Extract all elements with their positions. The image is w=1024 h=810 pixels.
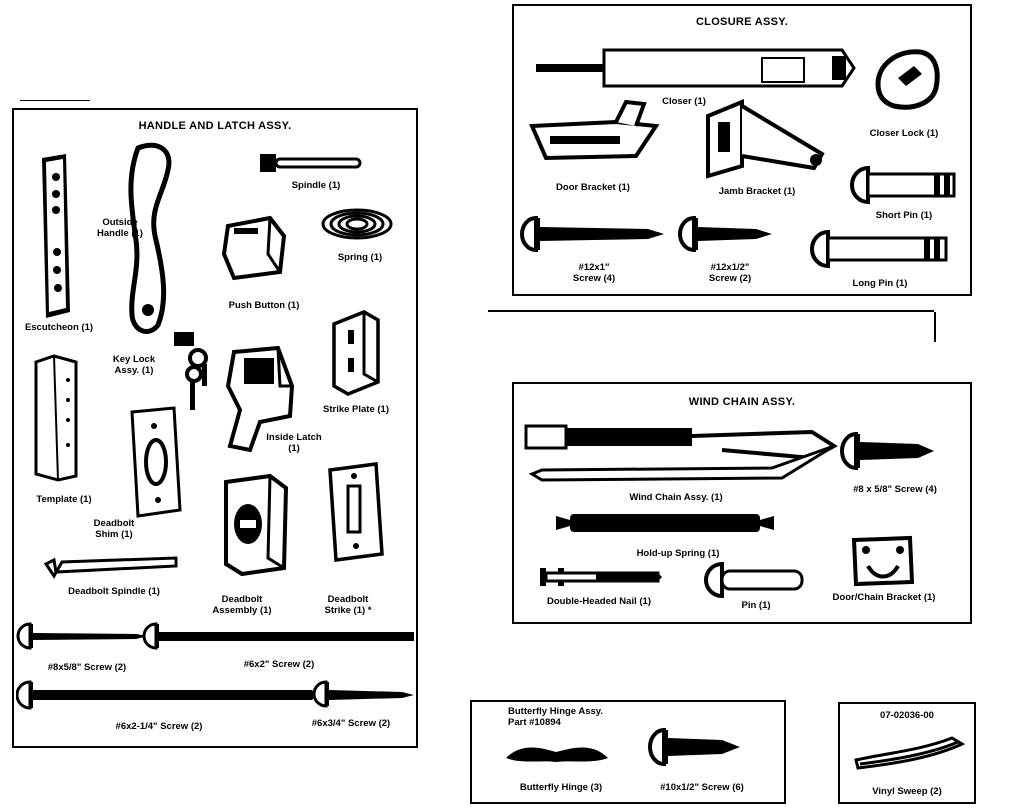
screw-6x214-label: #6x2-1/4" Screw (2) xyxy=(115,721,203,732)
deadbolt-assembly-label: Deadbolt Assembly (1) xyxy=(212,594,272,616)
closer-label: Closer (1) xyxy=(662,96,706,107)
wind-chain-title: WIND CHAIN ASSY. xyxy=(688,396,796,408)
screw-12x1-label: #12x1" Screw (4) xyxy=(572,262,616,284)
wind-chain-panel: WIND CHAIN ASSY. Wind Chain Assy. (1) #8… xyxy=(512,382,972,624)
escutcheon-label: Escutcheon (1) xyxy=(24,322,94,333)
spring-label: Spring (1) xyxy=(337,252,383,263)
key-lock-drawing xyxy=(174,332,208,410)
outside-handle-label: Outside Handle (1) xyxy=(97,217,143,239)
screw-row-1-drawing xyxy=(16,622,414,650)
screw-6x58-label: #8x5/8" Screw (2) xyxy=(47,662,127,673)
pin-drawing xyxy=(704,561,804,599)
screw-6x2-label: #6x2" Screw (2) xyxy=(243,659,315,670)
screw-8x58-drawing xyxy=(840,431,934,471)
vinyl-sweep-drawing xyxy=(854,736,966,770)
closer-lock-drawing xyxy=(875,49,940,110)
screw-row-2-drawing xyxy=(16,680,414,710)
inside-latch-label: Inside Latch (1) xyxy=(266,432,322,454)
screw-6x34-label: #6x3/4" Screw (2) xyxy=(311,718,391,729)
holdup-spring-label: Hold-up Spring (1) xyxy=(636,548,720,559)
screw-12x1-drawing xyxy=(520,215,664,253)
deadbolt-assembly-drawing xyxy=(224,473,289,577)
strike-plate-drawing xyxy=(332,310,380,396)
closure-panel: CLOSURE ASSY. Closer (1) Closer Lock (1)… xyxy=(512,4,972,296)
handle-latch-panel: HANDLE AND LATCH ASSY. Escutcheon (1) Ou… xyxy=(12,108,418,748)
outside-handle-drawing xyxy=(128,142,172,334)
closure-title: CLOSURE ASSY. xyxy=(695,16,789,28)
stray-line-mid xyxy=(488,310,934,312)
short-pin-drawing xyxy=(850,165,956,205)
deadbolt-strike-drawing xyxy=(328,462,384,562)
double-nail-drawing xyxy=(540,568,662,586)
butterfly-hinge-drawing xyxy=(506,747,608,762)
double-nail-label: Double-Headed Nail (1) xyxy=(547,596,651,607)
long-pin-label: Long Pin (1) xyxy=(852,278,908,289)
screw-12x12-drawing xyxy=(678,215,772,253)
inside-latch-drawing xyxy=(225,346,295,453)
deadbolt-shim-label: Deadbolt Shim (1) xyxy=(93,518,135,540)
wind-chain-drawing xyxy=(524,424,838,482)
deadbolt-spindle-label: Deadbolt Spindle (1) xyxy=(68,586,160,597)
spring-drawing xyxy=(321,208,393,240)
closer-drawing xyxy=(536,48,856,88)
stray-line-top xyxy=(20,100,90,101)
vinyl-sweep-label: Vinyl Sweep (2) xyxy=(872,786,942,797)
butterfly-header-line2: Part #10894 xyxy=(508,717,561,728)
closer-lock-label: Closer Lock (1) xyxy=(869,128,939,139)
holdup-spring-drawing xyxy=(556,514,774,532)
long-pin-drawing xyxy=(810,229,948,269)
escutcheon-drawing xyxy=(42,154,70,318)
stray-line-vert xyxy=(934,312,936,342)
butterfly-screw-label: #10x1/2" Screw (6) xyxy=(660,782,744,793)
spindle-drawing xyxy=(260,154,362,172)
vinyl-part-number: 07-02036-00 xyxy=(880,710,934,721)
door-chain-bracket-label: Door/Chain Bracket (1) xyxy=(832,592,936,603)
spindle-label: Spindle (1) xyxy=(291,180,341,191)
strike-plate-label: Strike Plate (1) xyxy=(323,404,389,415)
short-pin-label: Short Pin (1) xyxy=(875,210,933,221)
push-button-label: Push Button (1) xyxy=(228,300,300,311)
template-label: Template (1) xyxy=(36,494,92,505)
deadbolt-strike-label: Deadbolt Strike (1) * xyxy=(324,594,372,616)
deadbolt-spindle-drawing xyxy=(43,556,178,579)
handle-latch-title: HANDLE AND LATCH ASSY. xyxy=(138,120,292,132)
template-drawing xyxy=(34,354,78,482)
door-bracket-drawing xyxy=(529,99,660,161)
butterfly-header-line1: Butterfly Hinge Assy. xyxy=(508,706,604,717)
butterfly-hinge-label: Butterfly Hinge (3) xyxy=(519,782,603,793)
wind-chain-label: Wind Chain Assy. (1) xyxy=(629,492,723,503)
screw-8x58-label: #8 x 5/8" Screw (4) xyxy=(853,484,937,495)
butterfly-screw-drawing xyxy=(648,727,740,767)
deadbolt-shim-drawing xyxy=(130,406,182,518)
door-chain-bracket-drawing xyxy=(851,535,915,587)
butterfly-hinge-panel: Butterfly Hinge Assy. Part #10894 Butter… xyxy=(470,700,786,804)
jamb-bracket-drawing xyxy=(706,99,825,179)
vinyl-sweep-panel: 07-02036-00 Vinyl Sweep (2) xyxy=(838,702,976,804)
pin-label: Pin (1) xyxy=(741,600,771,611)
key-lock-label: Key Lock Assy. (1) xyxy=(112,354,156,376)
push-button-drawing xyxy=(221,215,287,281)
door-bracket-label: Door Bracket (1) xyxy=(556,182,630,193)
screw-12x12-label: #12x1/2" Screw (2) xyxy=(708,262,752,284)
jamb-bracket-label: Jamb Bracket (1) xyxy=(718,186,796,197)
